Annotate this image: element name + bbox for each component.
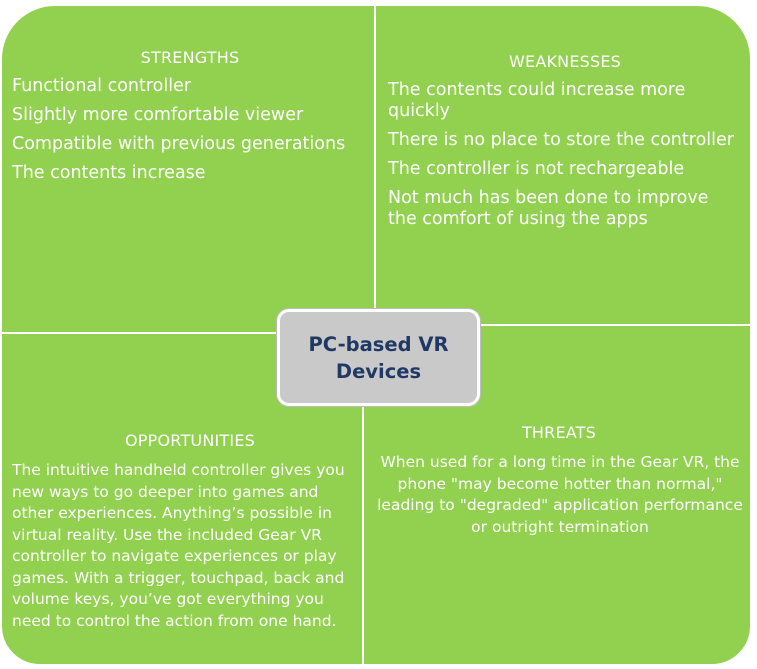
opportunities-title: OPPORTUNITIES [125, 431, 255, 450]
list-item: Not much has been done to improve the co… [388, 188, 709, 229]
opportunities-text: The intuitive handheld controller gives … [12, 461, 345, 630]
weaknesses-quadrant: WEAKNESSES The contents could increase m… [374, 4, 752, 326]
strengths-list: Functional controller Slightly more comf… [12, 76, 372, 192]
list-item: There is no place to store the controlle… [388, 130, 734, 150]
list-item: Compatible with previous generations [12, 134, 346, 154]
strengths-quadrant: STRENGTHS Functional controller Slightly… [0, 4, 376, 334]
list-item: Functional controller [12, 76, 192, 96]
threats-text: When used for a long time in the Gear VR… [377, 453, 743, 536]
list-item: Slightly more comfortable viewer [12, 105, 304, 125]
center-label: PC-based VR Devices [308, 332, 449, 383]
weaknesses-title: WEAKNESSES [508, 52, 622, 71]
center-label-box: PC-based VR Devices [277, 309, 480, 406]
weaknesses-list: The contents could increase more quickly… [388, 80, 738, 238]
threats-title: THREATS [521, 423, 597, 442]
list-item: The controller is not rechargeable [388, 159, 685, 179]
strengths-title: STRENGTHS [140, 48, 240, 67]
list-item: The contents increase [12, 163, 206, 183]
list-item: The contents could increase more quickly [388, 80, 686, 121]
